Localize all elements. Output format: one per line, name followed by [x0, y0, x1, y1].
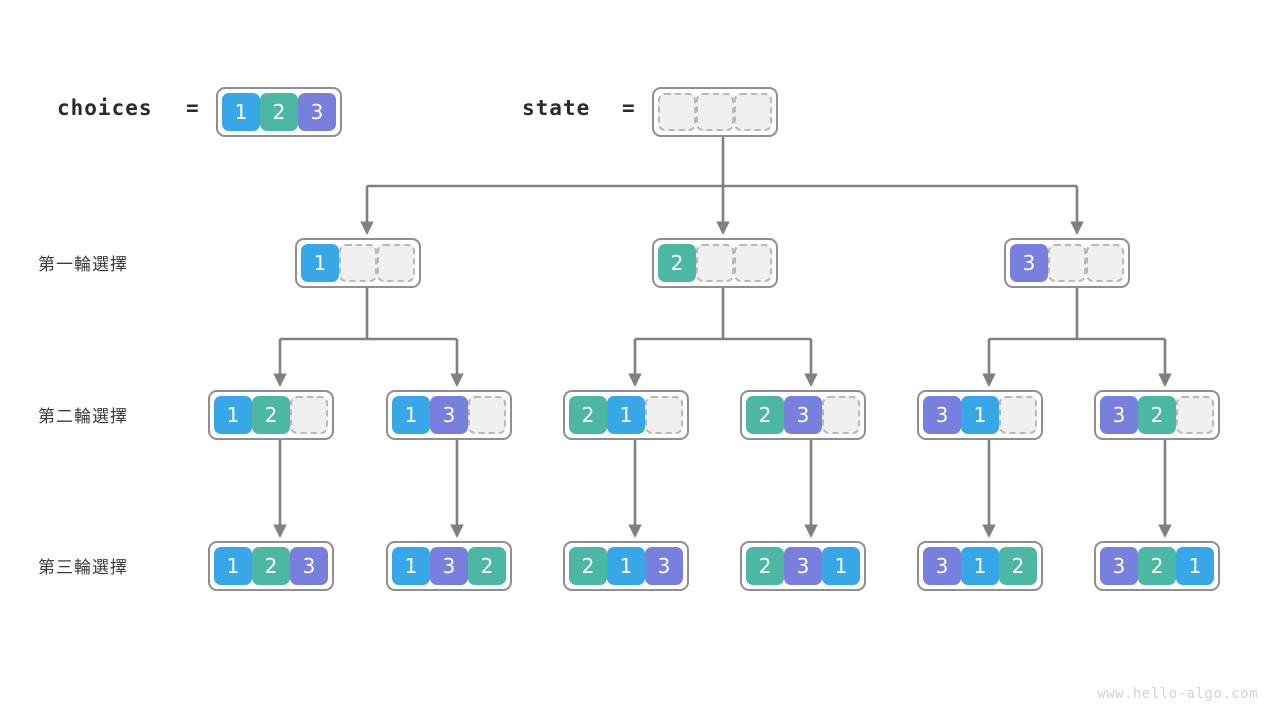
r2n4-cell-2: [822, 396, 860, 434]
r1n3-cell-2: [1086, 244, 1124, 282]
watermark: www.hello-algo.com: [1097, 686, 1258, 702]
r2n4-cell-0: 2: [746, 396, 784, 434]
r3n2-cell-2: 2: [468, 547, 506, 585]
row-label-round-1: 第一輪選擇: [38, 255, 128, 275]
r1n2-cell-2: [734, 244, 772, 282]
r2n3-cell-2: [645, 396, 683, 434]
choices-label: choices: [57, 96, 153, 120]
row-label-round-2: 第二輪選擇: [38, 407, 128, 427]
r3n6-cell-2: 1: [1176, 547, 1214, 585]
state-cell-1: [696, 93, 734, 131]
r3n5-cell-1: 1: [961, 547, 999, 585]
r2n1-cell-2: [290, 396, 328, 434]
r3n1-cell-0: 1: [214, 547, 252, 585]
r3n2-cell-1: 3: [430, 547, 468, 585]
r3n3-cell-2: 3: [645, 547, 683, 585]
choices-cell-2: 3: [298, 93, 336, 131]
state-equals-sign: =: [622, 96, 635, 120]
r3n6-cell-0: 3: [1100, 547, 1138, 585]
r1n1-cell-0: 1: [301, 244, 339, 282]
r2n4-cell-1: 3: [784, 396, 822, 434]
tree-node-r1-2: 2: [652, 238, 778, 288]
r3n3-cell-1: 1: [607, 547, 645, 585]
r3n3-cell-0: 2: [569, 547, 607, 585]
r2n2-cell-2: [468, 396, 506, 434]
tree-node-r1-3: 3: [1004, 238, 1130, 288]
r2n6-cell-1: 2: [1138, 396, 1176, 434]
r3n4-cell-0: 2: [746, 547, 784, 585]
choices-cell-1: 2: [260, 93, 298, 131]
r1n3-cell-1: [1048, 244, 1086, 282]
r1n2-cell-0: 2: [658, 244, 696, 282]
r2n2-cell-1: 3: [430, 396, 468, 434]
r3n1-cell-2: 3: [290, 547, 328, 585]
state-cell-2: [734, 93, 772, 131]
r2n5-cell-0: 3: [923, 396, 961, 434]
choices-equals-sign: =: [186, 96, 199, 120]
r3n5-cell-0: 3: [923, 547, 961, 585]
r1n2-cell-1: [696, 244, 734, 282]
r3n4-cell-2: 1: [822, 547, 860, 585]
r3n6-cell-1: 2: [1138, 547, 1176, 585]
r2n1-cell-0: 1: [214, 396, 252, 434]
r2n2-cell-0: 1: [392, 396, 430, 434]
r3n4-cell-1: 3: [784, 547, 822, 585]
r2n5-cell-1: 1: [961, 396, 999, 434]
r2n3-cell-0: 2: [569, 396, 607, 434]
r1n1-cell-1: [339, 244, 377, 282]
choices-cell-0: 1: [222, 93, 260, 131]
r2n6-cell-2: [1176, 396, 1214, 434]
state-label: state: [522, 96, 591, 120]
r2n3-cell-1: 1: [607, 396, 645, 434]
r1n1-cell-2: [377, 244, 415, 282]
r2n6-cell-0: 3: [1100, 396, 1138, 434]
state-array: [652, 87, 778, 137]
state-cell-0: [658, 93, 696, 131]
tree-node-r1-1: 1: [295, 238, 421, 288]
r2n5-cell-2: [999, 396, 1037, 434]
r1n3-cell-0: 3: [1010, 244, 1048, 282]
r3n5-cell-2: 2: [999, 547, 1037, 585]
row-label-round-3: 第三輪選擇: [38, 558, 128, 578]
r3n2-cell-0: 1: [392, 547, 430, 585]
r3n1-cell-1: 2: [252, 547, 290, 585]
r2n1-cell-1: 2: [252, 396, 290, 434]
